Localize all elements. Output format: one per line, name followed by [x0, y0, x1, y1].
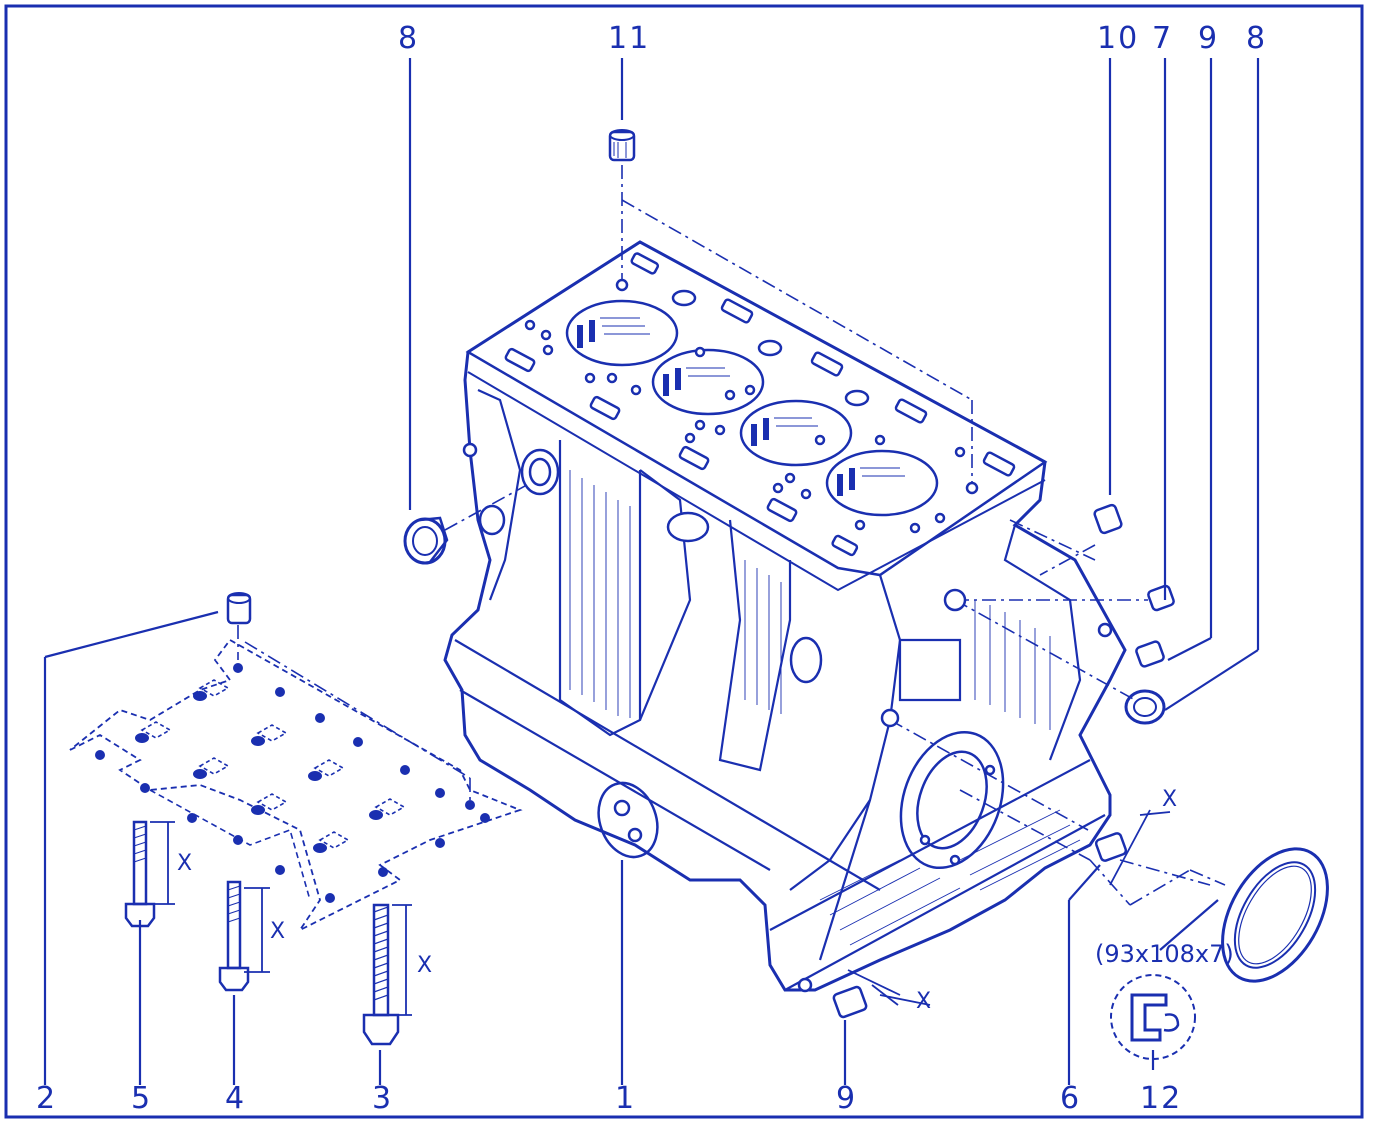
callout-1: 1	[615, 1081, 636, 1116]
callout-12: 12	[1140, 1081, 1182, 1116]
dimension-x-plug-6: X	[1162, 787, 1177, 812]
diagram-border	[4, 4, 1364, 1119]
leader-lines	[43, 58, 1260, 1085]
dimension-lines	[150, 809, 1171, 1016]
dowel-10	[1093, 503, 1123, 535]
shading-hatch	[569, 470, 1081, 946]
callout-3: 3	[372, 1081, 393, 1116]
crankshaft-bore	[899, 730, 1005, 870]
callout-9-bottom: 9	[836, 1081, 857, 1116]
dowel-2	[226, 592, 252, 625]
bolt-4	[218, 880, 250, 992]
callout-11: 11	[608, 21, 650, 56]
block-ribs	[454, 388, 1106, 991]
callout-8-right: 8	[1246, 21, 1267, 56]
plug-6	[1094, 832, 1128, 862]
deck-holes	[504, 252, 1016, 557]
dimension-x-bolt-5: X	[177, 851, 192, 876]
dimension-x-bolt-4: X	[270, 919, 285, 944]
bolt-5	[124, 820, 156, 928]
bolt-3	[362, 903, 400, 1046]
callout-9-top: 9	[1198, 21, 1219, 56]
dimension-x-bolt-3: X	[417, 953, 432, 978]
seal-size-label: (93x108x7)	[1095, 940, 1234, 968]
callout-2: 2	[36, 1081, 57, 1116]
callout-6: 6	[1060, 1081, 1081, 1116]
callout-7: 7	[1152, 21, 1173, 56]
crankshaft-oil-seal	[1221, 847, 1329, 983]
callout-10: 10	[1097, 21, 1139, 56]
seal-8-left	[403, 516, 449, 565]
plug-9-top	[1135, 640, 1165, 668]
seal-8-right	[1124, 689, 1166, 725]
plug-9-bottom	[832, 985, 868, 1019]
cylinder-block	[443, 240, 1127, 993]
callout-5: 5	[131, 1081, 152, 1116]
left-bosses	[462, 442, 1113, 993]
callout-4: 4	[225, 1081, 246, 1116]
oil-filter-mount	[597, 781, 659, 859]
plug-boss-left	[478, 504, 506, 536]
dimension-x-plug-9: X	[916, 989, 931, 1014]
dowel-11	[608, 129, 636, 162]
cylinder-bores	[565, 299, 939, 517]
bearing-bolt-pattern	[69, 638, 523, 933]
seal-section-detail	[1110, 974, 1196, 1060]
callout-8-left: 8	[398, 21, 419, 56]
plug-7	[1147, 584, 1175, 612]
